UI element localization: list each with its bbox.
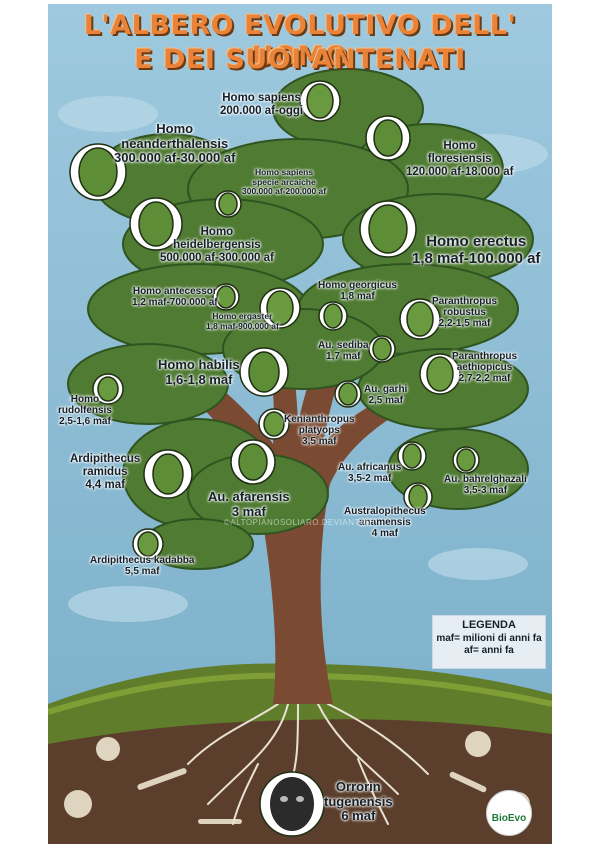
fossils — [64, 731, 530, 824]
legend-line-af: af= anni fa — [464, 645, 514, 657]
tree-illustration — [48, 4, 552, 844]
roots — [187, 703, 429, 825]
orrorin-leaf — [259, 771, 325, 837]
watermark: ©ALTOPIANOSOLIARO.DEVIANTART — [224, 518, 377, 527]
title-line-2: E DEI SUOI ANTENATI — [134, 44, 466, 75]
legend-box: LEGENDA maf= milioni di anni fa af= anni… — [432, 615, 546, 669]
legend-line-maf: maf= milioni di anni fa — [436, 632, 542, 644]
foliage — [67, 68, 534, 570]
legend-title: LEGENDA — [462, 619, 516, 631]
logo-text: BioEvo — [491, 813, 527, 824]
leaf-portraits — [69, 80, 480, 560]
poster: L'ALBERO EVOLUTIVO DELL' UOMO E DEI SUOI… — [48, 4, 552, 844]
bioevo-logo: BioEvo — [486, 790, 532, 836]
title-line-1: L'ALBERO EVOLUTIVO DELL' UOMO — [83, 10, 517, 72]
